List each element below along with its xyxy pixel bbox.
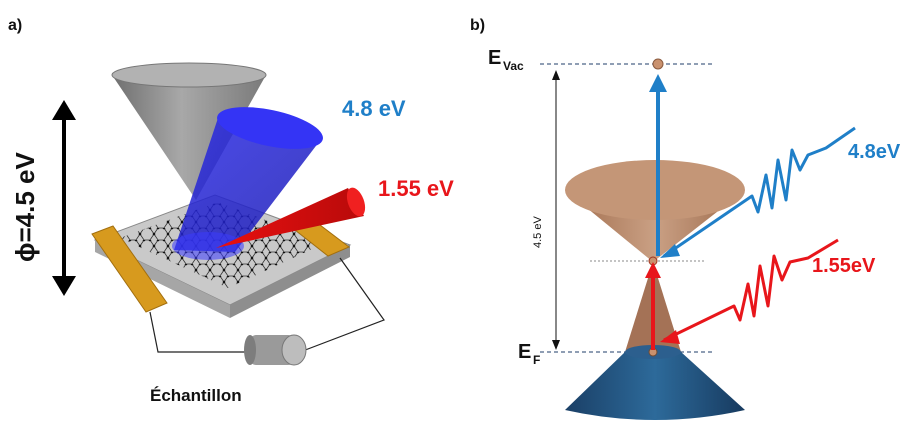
- work-function-label: ϕ=4.5 eV: [10, 152, 40, 262]
- dirac-cone-lower: [565, 345, 745, 420]
- blue-beam: [172, 107, 323, 260]
- svg-text:Vac: Vac: [503, 59, 524, 73]
- vacuum-electron-dot: [652, 58, 664, 70]
- red-beam-energy: 1.55 eV: [378, 176, 454, 201]
- measurement-circuit: [149, 257, 385, 366]
- blue-photon: [660, 126, 856, 258]
- blue-photon-label: 4.8eV: [848, 141, 901, 163]
- panel-b-label: b): [470, 17, 485, 34]
- svg-text:E: E: [488, 47, 501, 69]
- fermi-level-label: E F: [518, 341, 540, 367]
- sample-caption: Échantillon: [150, 386, 242, 405]
- detector-cone: [111, 62, 267, 200]
- panel-a-label: a): [8, 17, 22, 34]
- work-function-arrow: [52, 100, 76, 296]
- svg-text:E: E: [518, 341, 531, 363]
- gold-electrode-left: [91, 225, 168, 313]
- vacuum-level-label: E Vac: [488, 47, 524, 73]
- blue-excitation-arrow: [649, 74, 667, 256]
- red-photon-label: 1.55eV: [812, 255, 876, 277]
- gap-arrow: [552, 70, 560, 350]
- red-beam: [216, 187, 366, 248]
- red-excitation-arrow: [645, 262, 661, 350]
- gap-label: 4.5 eV: [532, 216, 544, 248]
- svg-text:F: F: [533, 353, 540, 367]
- blue-beam-energy: 4.8 eV: [342, 96, 406, 121]
- red-photon: [660, 238, 839, 344]
